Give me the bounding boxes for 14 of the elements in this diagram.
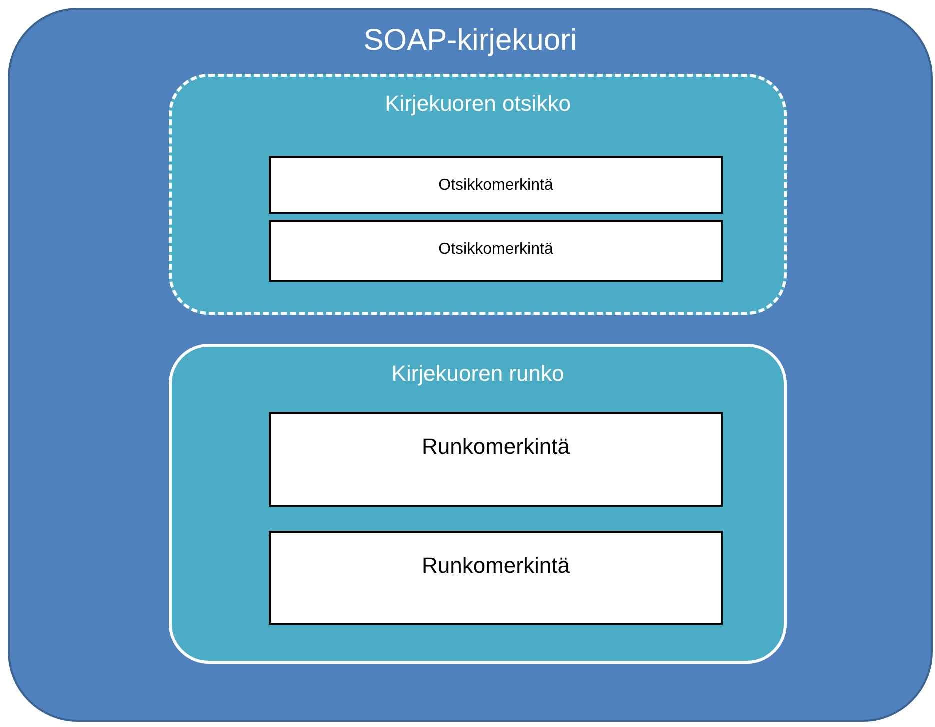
entry-box xyxy=(269,156,723,214)
envelope-panel xyxy=(8,8,933,722)
entry-label: Otsikkomerkintä xyxy=(438,177,554,195)
header-panel xyxy=(169,74,787,315)
entry-box xyxy=(269,220,723,282)
entry-box xyxy=(269,412,723,507)
entry-label: Otsikkomerkintä xyxy=(438,241,554,259)
entry-box xyxy=(269,531,723,625)
panel-title: Kirjekuoren otsikko xyxy=(384,91,572,117)
body-panel xyxy=(169,344,787,664)
entry-label: Runkomerkintä xyxy=(421,434,571,460)
panel-title: Kirjekuoren runko xyxy=(390,361,566,387)
panel-title: SOAP-kirjekuori xyxy=(362,24,578,58)
entry-label: Runkomerkintä xyxy=(421,553,571,579)
